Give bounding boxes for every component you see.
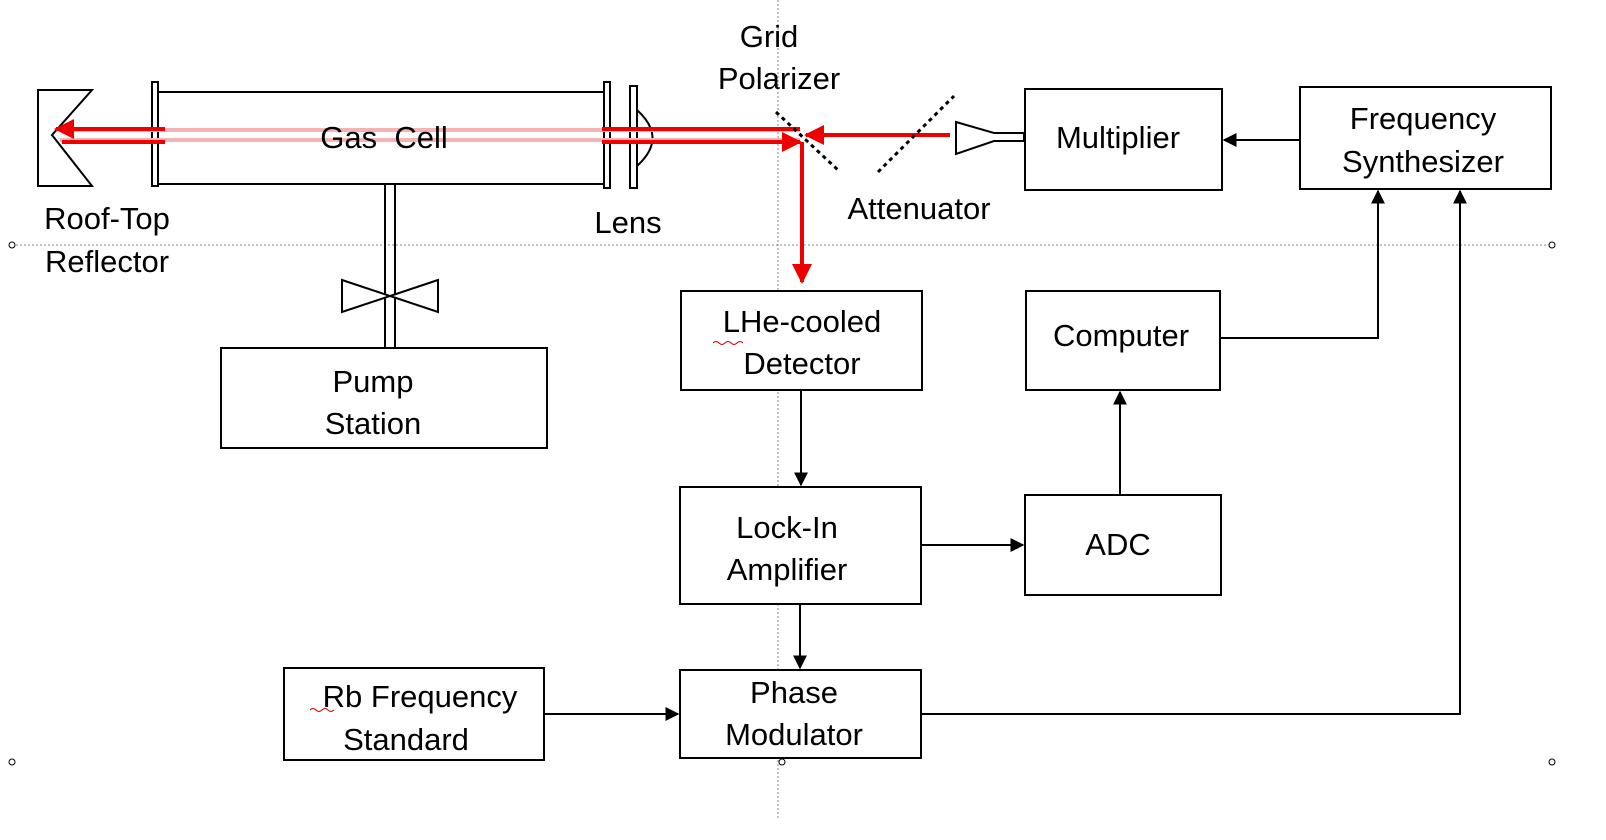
pump-station-label: Pump (333, 364, 414, 399)
grid-polarizer (774, 110, 840, 172)
valve-icon (341, 278, 439, 314)
roof-top-label: Roof-Top (44, 201, 170, 236)
horn-antenna (955, 120, 1025, 156)
lens-label: Lens (594, 205, 661, 240)
adc-label: ADC (1085, 527, 1150, 562)
pump-station-box[interactable] (220, 347, 548, 449)
phase-modulator-label: Phase (750, 675, 838, 710)
computer-label: Computer (1053, 318, 1189, 353)
detector-label: Detector (743, 346, 860, 381)
grid-polarizer-label: Polarizer (718, 61, 840, 96)
rb-standard-label: Standard (343, 722, 469, 757)
detector-label: LHe-cooled (723, 304, 882, 339)
rb-standard-box[interactable] (283, 667, 545, 761)
lockin-label: Lock-In (736, 510, 838, 545)
lockin-label: Amplifier (727, 552, 848, 587)
multiplier-box[interactable] (1024, 88, 1223, 191)
selection-handle[interactable] (1548, 758, 1556, 766)
gas-cell-label: Gas Cell (320, 120, 447, 155)
computer-box[interactable] (1025, 290, 1221, 391)
lens-mount (629, 85, 638, 189)
frequency-synthesizer-label: Synthesizer (1342, 144, 1504, 179)
gas-cell-window-left (151, 81, 159, 187)
roof-top-reflector-shape (37, 89, 95, 187)
selection-handle[interactable] (1548, 241, 1556, 249)
selection-handle[interactable] (8, 758, 16, 766)
frequency-synthesizer-box[interactable] (1299, 86, 1552, 190)
arrow-phase-to-synth (921, 189, 1467, 715)
roof-top-label: Reflector (45, 244, 169, 279)
attenuator-label: Attenuator (847, 191, 990, 226)
phase-modulator-label: Modulator (725, 717, 863, 752)
pump-station-label: Station (325, 406, 422, 441)
spellcheck-underline (309, 708, 335, 712)
selection-handle[interactable] (778, 758, 786, 766)
arrow-computer-to-synth (1220, 189, 1385, 339)
attenuator-plate (876, 94, 956, 174)
frequency-synthesizer-label: Frequency (1350, 101, 1497, 136)
rb-standard-label: Rb Frequency (323, 679, 518, 714)
spellcheck-underline (712, 341, 744, 345)
grid-polarizer-label: Grid (740, 19, 799, 54)
phase-modulator-box[interactable] (679, 669, 922, 759)
multiplier-label: Multiplier (1056, 120, 1180, 155)
adc-box[interactable] (1024, 494, 1222, 596)
lockin-box[interactable] (679, 486, 922, 605)
gas-cell-window-right (603, 81, 611, 189)
selection-handle[interactable] (8, 241, 16, 249)
